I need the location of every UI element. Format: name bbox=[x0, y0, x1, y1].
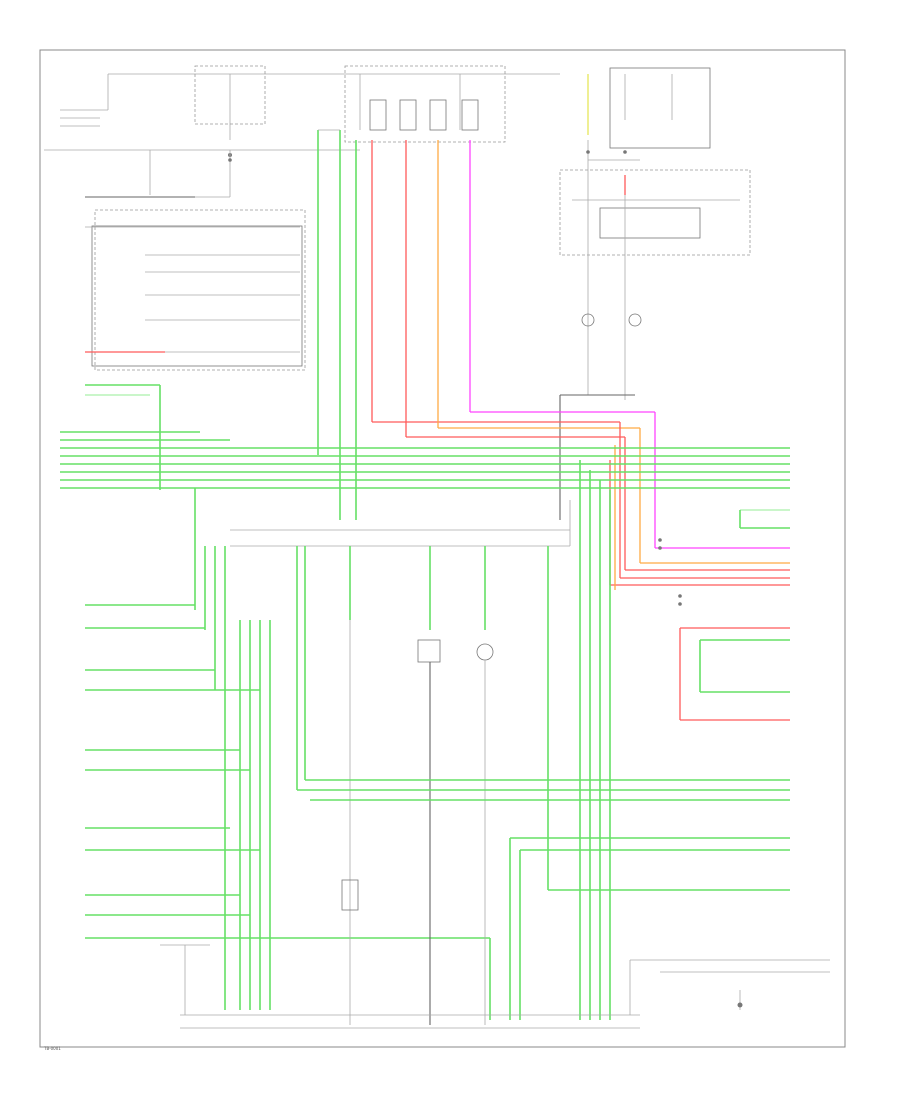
junction-drop-wires bbox=[194, 460, 611, 1020]
connector-dots bbox=[228, 150, 682, 606]
diagram-frame bbox=[39, 49, 846, 1048]
corner-label: TB-0001 bbox=[43, 1046, 61, 1051]
central-junction-block bbox=[230, 500, 571, 547]
right-lower-wiring bbox=[297, 627, 790, 1020]
ground-bus bbox=[160, 944, 830, 1029]
left-control-module bbox=[44, 149, 360, 371]
right-connector-routes bbox=[609, 412, 790, 590]
left-green-bundle bbox=[60, 384, 790, 490]
left-side-components bbox=[85, 604, 490, 1010]
top-left-relay bbox=[60, 109, 108, 127]
center-components bbox=[341, 620, 494, 1025]
fuse-feed-wires bbox=[317, 129, 655, 520]
top-fuse-area bbox=[107, 65, 560, 143]
top-right-component bbox=[559, 67, 751, 520]
